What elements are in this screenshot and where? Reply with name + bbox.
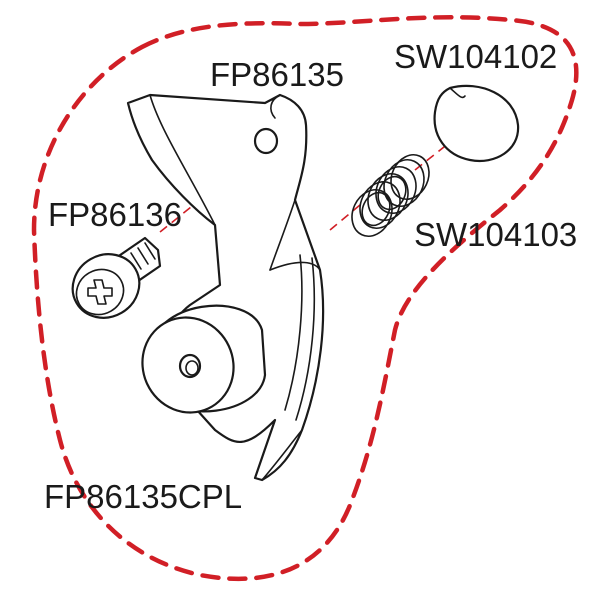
label-spring: SW104103 (414, 216, 577, 253)
housing-part (126, 93, 325, 482)
boss-cylinder (141, 304, 267, 414)
leader-screw-axis (159, 144, 269, 233)
label-cap: SW104102 (394, 38, 557, 75)
phillips-cross (87, 279, 113, 305)
assembly-boundary (31, 15, 579, 581)
cap-part (433, 84, 520, 163)
leader-spring-axis (329, 204, 361, 231)
label-screw: FP86136 (48, 196, 182, 233)
label-assembly: FP86135CPL (44, 478, 242, 515)
screw-part (71, 236, 162, 319)
spring-part (351, 154, 430, 237)
label-housing: FP86135 (210, 56, 344, 93)
